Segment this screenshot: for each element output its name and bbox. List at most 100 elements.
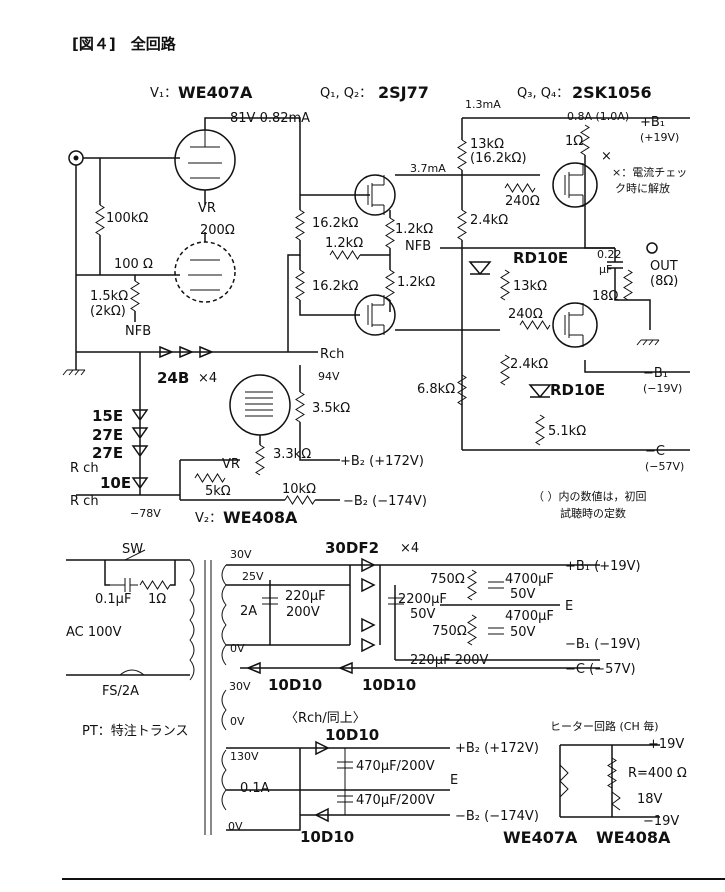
pt-label: PT：特注トランス <box>82 724 189 739</box>
dio-mult-label: ×4 <box>400 541 419 556</box>
c4700b-1-label: 4700μF <box>505 609 554 624</box>
b2m-label: −B₂ (−174V) <box>343 494 427 509</box>
psu-cm-label: −C (−57V) <box>565 662 636 677</box>
r16k-b-label: 16.2kΩ <box>312 279 358 294</box>
rd10e-a-label: RD10E <box>513 249 568 267</box>
r16k-a-label: 16.2kΩ <box>312 216 358 231</box>
t01a-label: 0.1A <box>240 781 270 796</box>
q34-name: 2SK1056 <box>572 83 652 102</box>
e1-label: E <box>565 599 573 614</box>
z27a-label: 27E <box>92 426 123 444</box>
b1m-label: −B₁ <box>643 366 668 381</box>
v1-name: WE407A <box>178 83 253 102</box>
d10d-label: 10D10 <box>300 828 354 846</box>
note-2: 試聴時の定数 <box>560 506 626 520</box>
c-diodes-icon <box>246 661 353 675</box>
v94-label: 94V <box>318 370 340 383</box>
i-3-7-label: 3.7mA <box>410 162 446 175</box>
r1-5k-label: 1.5kΩ <box>90 289 128 304</box>
figure-title: [図４] 全回路 <box>72 35 177 53</box>
heater-408-icon <box>611 791 621 811</box>
q12-name: 2SJ77 <box>378 83 429 102</box>
bottom-rule <box>62 878 725 880</box>
z27b-label: 27E <box>92 444 123 462</box>
q1-mosfet-icon <box>354 174 396 216</box>
snubber-cap-icon <box>110 578 138 592</box>
v2-prefix: V₂： <box>195 511 222 526</box>
z15-label: 15E <box>92 407 123 425</box>
cm-v-label: (−57V) <box>645 460 684 473</box>
rch-same-label: 〈Rch/同上〉 <box>285 711 366 726</box>
ac-label: AC 100V <box>66 625 122 640</box>
c4700-caps-icon <box>488 581 504 635</box>
rd10e-a-zener-icon <box>468 261 492 276</box>
led-chain-icon <box>139 345 214 400</box>
fs-label: FS/2A <box>102 684 139 699</box>
v2-name: WE408A <box>223 508 298 527</box>
nfb-out-label: NFB <box>405 239 431 254</box>
q4-mosfet-icon <box>552 302 598 348</box>
r6-8k-label: 6.8kΩ <box>417 382 455 397</box>
x-mark: × <box>601 149 612 164</box>
x-note-2: ク時に解放 <box>615 181 670 195</box>
r18-label: 18Ω <box>592 289 619 304</box>
c022-1-label: 0.22 <box>597 248 622 261</box>
v78-label: −78V <box>130 507 161 520</box>
r10k-label: 10kΩ <box>282 482 316 497</box>
h19m-label: −19V <box>643 814 679 829</box>
q34-prefix: Q₃, Q₄： <box>517 86 569 101</box>
b1m-v-label: (−19V) <box>643 382 682 395</box>
r1-2k-a-label: 1.2kΩ <box>395 222 433 237</box>
led-mult-label: ×4 <box>198 371 217 386</box>
b1p-v-label: (+19V) <box>640 131 679 144</box>
t30b-label: 30V <box>229 680 251 693</box>
rch-b-label: R ch <box>70 461 99 476</box>
c2200-cap-icon <box>388 597 404 605</box>
dio-label: 30DF2 <box>325 539 379 557</box>
t0c-label: 0V <box>228 820 243 833</box>
r13k-alt-label: (16.2kΩ) <box>470 151 527 166</box>
r13k-label: 13kΩ <box>470 137 504 152</box>
fuse-icon <box>119 669 145 676</box>
rch-c-label: R ch <box>70 494 99 509</box>
r13k-b-label: 13kΩ <box>513 279 547 294</box>
r5-1k-label: 5.1kΩ <box>548 424 586 439</box>
z10-label: 10E <box>100 474 131 492</box>
h408-label: WE408A <box>596 828 671 847</box>
t0-label: 0V <box>230 642 245 655</box>
transformer-icon <box>189 559 227 835</box>
psu-b1m-label: −B₁ (−19V) <box>565 637 641 652</box>
t2a-label: 2A <box>240 604 257 619</box>
c220-2-label: 200V <box>286 605 320 620</box>
zener-stack-icon <box>131 400 149 495</box>
r5k-label: 5kΩ <box>205 484 231 499</box>
psu-b1p-label: +B₁ (+19V) <box>565 559 641 574</box>
t25-label: 25V <box>242 570 264 583</box>
q2-mosfet-icon <box>354 294 396 336</box>
c220b-label: 220μF 200V <box>410 653 489 668</box>
r750a-label: 750Ω <box>430 572 465 587</box>
out-ohm-label: (8Ω) <box>650 274 678 289</box>
b1p-label: +B₁ <box>640 115 665 130</box>
b2p-label: +B₂ (+172V) <box>340 454 424 469</box>
r2-4k-a-label: 2.4kΩ <box>470 213 508 228</box>
note-1: （ ）内の数値は，初回 <box>533 489 647 503</box>
bridge-diodes-icon <box>349 557 381 653</box>
i-1-3-label: 1.3mA <box>465 98 501 111</box>
v2-tube-icon <box>229 374 291 436</box>
input-jack-icon <box>68 150 84 166</box>
r750b-label: 750Ω <box>432 624 467 639</box>
out-label: OUT <box>650 259 678 274</box>
r240-a-label: 240Ω <box>505 194 540 209</box>
r2-4k-b-label: 2.4kΩ <box>510 357 548 372</box>
c470b-label: 470μF/200V <box>356 793 435 808</box>
c220-1-label: 220μF <box>285 589 326 604</box>
vr200-label: 200Ω <box>200 223 235 238</box>
r100k-label: 100kΩ <box>106 211 148 226</box>
r3-5k-label: 3.5kΩ <box>312 401 350 416</box>
t130-label: 130V <box>230 750 259 763</box>
r1-5k-alt-label: (2kΩ) <box>90 304 126 319</box>
t0b-label: 0V <box>230 715 245 728</box>
d10a-label: 10D10 <box>268 676 322 694</box>
